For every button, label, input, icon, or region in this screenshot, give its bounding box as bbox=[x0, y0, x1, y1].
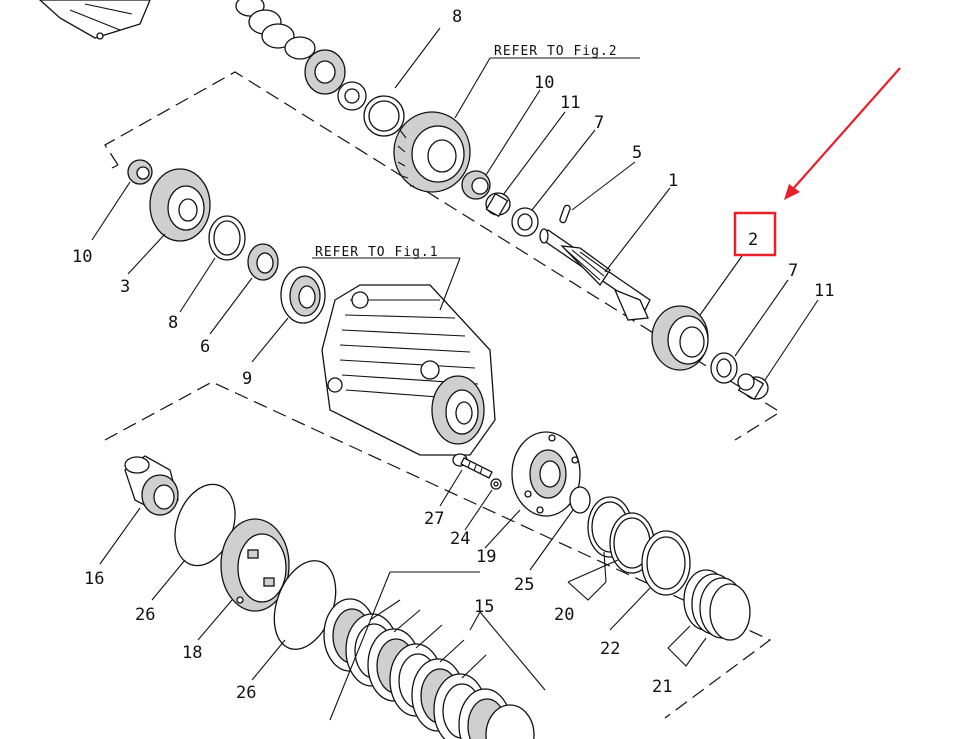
washer-7-lower bbox=[710, 352, 738, 384]
gear-fig2 bbox=[393, 111, 471, 193]
ball-bearing-9 bbox=[280, 266, 326, 324]
part-label-2: 2 bbox=[748, 230, 758, 250]
washer-7-upper bbox=[511, 207, 539, 237]
cover-plate-19 bbox=[511, 431, 581, 517]
shaft-1 bbox=[538, 228, 651, 321]
part-label-10-left: 10 bbox=[72, 247, 92, 267]
springs-21 bbox=[683, 569, 751, 641]
piston-18 bbox=[220, 518, 290, 612]
part-label-7-lower: 7 bbox=[788, 261, 798, 281]
highlight-box bbox=[733, 211, 777, 257]
part-label-6: 6 bbox=[200, 337, 210, 357]
part-label-8: 8 bbox=[452, 7, 462, 27]
part-label-3: 3 bbox=[120, 277, 130, 297]
gear-3 bbox=[149, 168, 211, 242]
pin-5 bbox=[559, 204, 571, 224]
plates-20 bbox=[587, 496, 655, 574]
part-label-9: 9 bbox=[242, 369, 252, 389]
part-label-21: 21 bbox=[652, 677, 672, 697]
part-label-26-lower: 26 bbox=[236, 683, 256, 703]
needle-bearing-10-left bbox=[127, 159, 153, 185]
part-label-15: 15 bbox=[474, 597, 494, 617]
part-label-27: 27 bbox=[424, 509, 444, 529]
clutch-hub-2 bbox=[651, 305, 709, 371]
washer-24 bbox=[490, 478, 502, 490]
part-label-22: 22 bbox=[600, 639, 620, 659]
washer-8-left bbox=[208, 215, 246, 261]
part-label-7: 7 bbox=[594, 113, 604, 133]
clutch-discs-15 bbox=[323, 598, 535, 739]
part-label-20: 20 bbox=[554, 605, 574, 625]
drum-16 bbox=[124, 455, 179, 516]
ref-fig2-text: REFER TO Fig.2 bbox=[494, 44, 618, 59]
o-ring-25 bbox=[569, 486, 591, 514]
part-label-1: 1 bbox=[668, 171, 678, 191]
collar-11-lower bbox=[737, 373, 769, 401]
part-label-10: 10 bbox=[534, 73, 554, 93]
part-label-18: 18 bbox=[182, 643, 202, 663]
part-label-11: 11 bbox=[560, 93, 580, 113]
upper-outline-tick bbox=[111, 164, 119, 169]
part-label-8-left: 8 bbox=[168, 313, 178, 333]
ref-fig1-text: REFER TO Fig.1 bbox=[315, 245, 439, 260]
top-bearing-stack bbox=[235, 0, 405, 137]
part-label-24: 24 bbox=[450, 529, 470, 549]
part-label-16: 16 bbox=[84, 569, 104, 589]
part-label-25: 25 bbox=[514, 575, 534, 595]
bolt-27 bbox=[452, 453, 493, 479]
housing-fig1 bbox=[321, 284, 496, 456]
leader-lines bbox=[91, 27, 819, 721]
housing-fragment bbox=[39, 0, 151, 40]
part-label-11-lower: 11 bbox=[814, 281, 834, 301]
needle-bearing-10-upper bbox=[461, 170, 491, 200]
lower-group-outline bbox=[104, 381, 772, 719]
oil-seal-6 bbox=[247, 243, 279, 281]
part-label-26: 26 bbox=[135, 605, 155, 625]
ring-22 bbox=[641, 530, 691, 596]
upper-group-outline bbox=[104, 71, 782, 441]
part-label-5: 5 bbox=[632, 143, 642, 163]
highlight-arrow bbox=[784, 67, 901, 200]
collar-11-upper bbox=[485, 192, 511, 218]
part-label-19: 19 bbox=[476, 547, 496, 567]
